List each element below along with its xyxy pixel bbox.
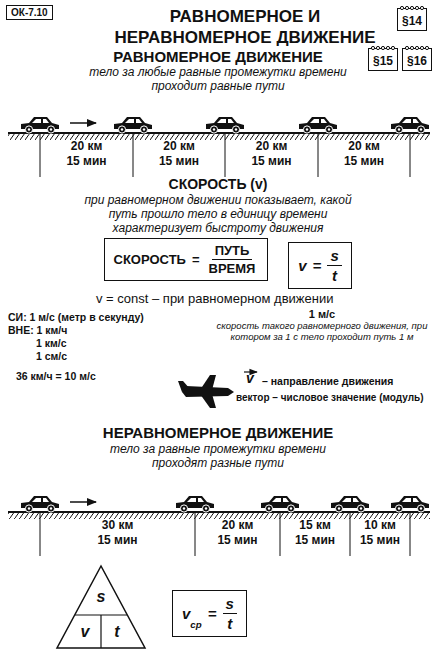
label-text: 15 км: [299, 519, 331, 533]
label-text: тело за любые равные промежутки времени …: [83, 66, 353, 94]
label-text: 1 м/с: [309, 308, 336, 321]
paragraph-badge: §14: [397, 8, 427, 31]
node-text: §14: [402, 14, 422, 28]
node-text: s: [327, 247, 341, 266]
label-text: 20 км: [222, 519, 254, 533]
label-text: v: [246, 370, 254, 386]
node-text: s: [223, 595, 237, 614]
node-text: v: [81, 623, 90, 641]
car-icon: [206, 117, 244, 133]
node-text: ПУТЬ: [212, 243, 253, 260]
car-icon: [261, 496, 299, 512]
road: [8, 502, 430, 556]
label-text: 15 мин: [295, 534, 335, 548]
formula-box: СКОРОСТЬ = ПУТЬВРЕМЯ: [104, 238, 269, 281]
label-text: 10 км: [364, 519, 396, 533]
node-text: t: [114, 623, 119, 641]
node-text: =: [313, 257, 322, 274]
node-text: =: [208, 605, 217, 622]
node-text: s: [97, 588, 106, 606]
label-text: тело за равные промежутки времени проход…: [93, 443, 343, 471]
label-text: РАВНОМЕРНОЕ ДВИЖЕНИЕ: [113, 48, 323, 65]
node-text: ВРЕМЯ: [206, 260, 259, 276]
node-text: ср: [190, 619, 201, 630]
label-text: 30 км: [102, 519, 134, 533]
label-text: 20 км: [71, 140, 103, 154]
label-text: СКОРОСТЬ (v): [169, 176, 268, 192]
label-text: v = const – при равномерном движении: [96, 292, 334, 307]
code-box: ОК-7.10: [6, 5, 53, 20]
label-text: 20 км: [256, 140, 288, 154]
label-text: – направление движения: [262, 375, 393, 387]
label-text: ВНЕ: 1 км/ч: [8, 324, 67, 336]
label-text: вектор – числовое значение (модуль): [236, 392, 424, 404]
label-text: 15 мин: [66, 155, 106, 169]
label-text: 15 мин: [344, 155, 384, 169]
car-icon: [21, 117, 59, 133]
label-text: 15 мин: [217, 534, 257, 548]
paragraph-badge: §16: [402, 48, 432, 71]
node-text: v: [298, 257, 306, 274]
car-icon: [176, 496, 214, 512]
label-text: при равномерном движении показывает, как…: [82, 194, 354, 222]
triangle-outline: [55, 564, 147, 650]
formula-triangle: sv t: [55, 564, 147, 650]
label-text: СИ: 1 м/с (метр в секунду): [8, 311, 144, 323]
label-text: скорость такого равномерного движения, п…: [213, 321, 431, 343]
label-text: 36 км/ч = 10 м/с: [16, 370, 96, 382]
formula-box: v = st: [288, 242, 351, 289]
node-text: СКОРОСТЬ: [114, 252, 186, 267]
label-text: 1 км/с: [36, 337, 67, 349]
notebook-rings: [368, 45, 398, 51]
car-icon: [391, 496, 429, 512]
node-text: ОК-7.10: [11, 7, 48, 18]
label-text: 15 мин: [97, 534, 137, 548]
node-text: t: [329, 266, 340, 284]
node-text: =: [192, 252, 200, 267]
label-text: НЕРАВНОМЕРНОЕ ДВИЖЕНИЕ: [103, 424, 333, 441]
node-text: t: [224, 614, 235, 632]
label-text: характеризует быстроту движения: [113, 222, 324, 236]
car-icon: [21, 496, 59, 512]
label-text: 15 мин: [159, 155, 199, 169]
label-text: 15 мин: [360, 534, 400, 548]
node-text: §15: [373, 54, 393, 68]
notebook-rings: [402, 45, 432, 51]
label-text: 1 см/с: [36, 350, 67, 362]
road: [8, 123, 430, 177]
notebook-rings: [397, 5, 427, 11]
label-text: 15 мин: [251, 155, 291, 169]
formula-box: vср = st: [172, 590, 247, 637]
car-icon: [391, 117, 429, 133]
car-icon: [114, 117, 152, 133]
label-text: 20 км: [163, 140, 195, 154]
paragraph-badge: §15: [368, 48, 398, 71]
node-text: v: [182, 605, 190, 622]
node-text: §16: [407, 54, 427, 68]
title-text: РАВНОМЕРНОЕ И НЕРАВНОМЕРНОЕ ДВИЖЕНИЕ: [105, 6, 385, 49]
car-icon: [299, 117, 337, 133]
airplane-icon: [178, 375, 234, 408]
car-icon: [331, 496, 369, 512]
label-text: 20 км: [348, 140, 380, 154]
